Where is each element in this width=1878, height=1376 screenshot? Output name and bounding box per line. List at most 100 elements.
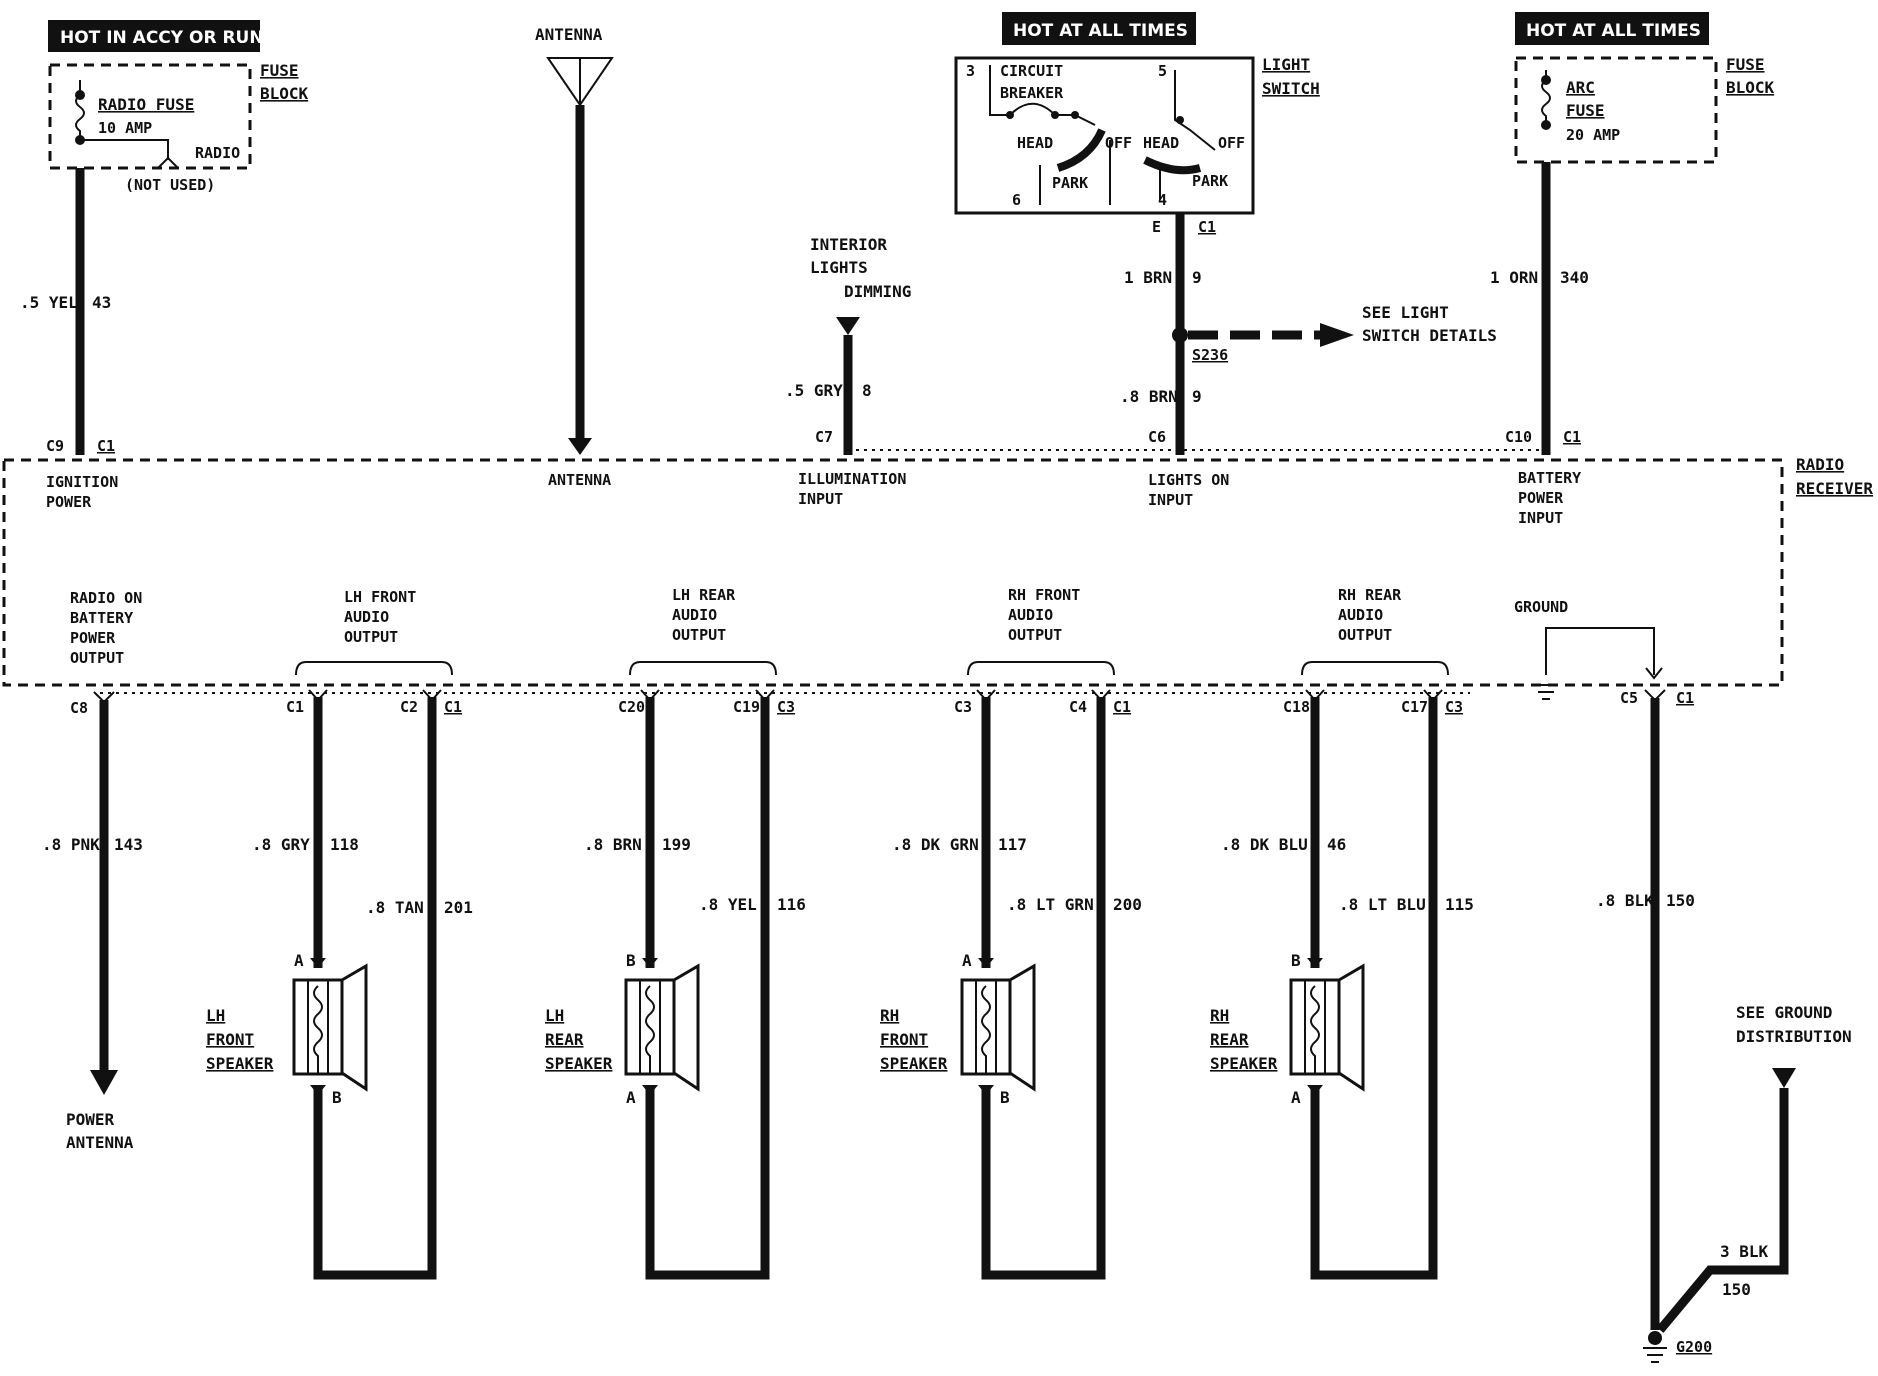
- terminal-top-label: B: [1291, 951, 1301, 970]
- conn-label-b: C17: [1401, 698, 1428, 716]
- rx-ro-4: OUTPUT: [70, 649, 124, 667]
- terminal-bottom-label: A: [1291, 1088, 1301, 1107]
- receiver-outline: [2, 458, 1784, 687]
- wire-ign-circ: 43: [92, 293, 111, 312]
- rx-bat-1: BATTERY: [1518, 469, 1581, 487]
- rx-lhr-3: OUTPUT: [672, 626, 726, 644]
- ground-g200-symbol: [1643, 1347, 1667, 1363]
- ls-pin6: 6: [1012, 191, 1021, 209]
- conn-c10: C10: [1505, 428, 1532, 446]
- terminal-arrow-top: [978, 958, 994, 968]
- rx-bat-3: INPUT: [1518, 509, 1563, 527]
- fuse-block-label-2: BLOCK: [260, 84, 309, 103]
- dim-line1: INTERIOR: [810, 235, 887, 254]
- hdr-light: HOT AT ALL TIMES: [1013, 21, 1188, 41]
- ls-wiper-right: [1143, 156, 1202, 175]
- ls-node-2: [1051, 111, 1059, 119]
- speaker-name-2: FRONT: [206, 1030, 254, 1049]
- wire-a-size: .8 GRY: [252, 835, 310, 854]
- terminal-arrow-top: [1307, 958, 1323, 968]
- hdr-ignition-box: [48, 20, 260, 52]
- ls-node-4: [1176, 116, 1184, 124]
- wire-ls-dn-size: .8 BRN: [1120, 387, 1178, 406]
- pnk-arrow: [90, 1070, 118, 1095]
- hdr-battery-box: [1515, 12, 1709, 45]
- speaker-coil: [1310, 985, 1320, 1075]
- conn-label-a: C18: [1283, 698, 1310, 716]
- terminal-arrow-bottom: [642, 1085, 658, 1095]
- ls-circuit-2: BREAKER: [1000, 84, 1064, 102]
- wire-b-size: .8 LT GRN: [1007, 895, 1094, 914]
- rx-ign-2: POWER: [46, 493, 92, 511]
- power-antenna-1: POWER: [66, 1110, 115, 1129]
- conn-label-c: C1: [444, 698, 462, 716]
- ground-symbol-internal: [1534, 684, 1558, 700]
- terminal-arrow-bottom: [978, 1085, 994, 1095]
- radio-tap-line: [80, 139, 179, 169]
- antenna-group: ANTENNA: [535, 25, 614, 455]
- hdr-light-box: [1002, 12, 1196, 45]
- ls-off-r: OFF: [1218, 134, 1245, 152]
- conn-c9: C9: [46, 437, 64, 455]
- conn-c1f: C1: [1676, 689, 1694, 707]
- terminal-arrow-top: [310, 958, 326, 968]
- arc-fuse-name-1: ARC: [1566, 78, 1595, 97]
- speaker-cone: [341, 963, 368, 1092]
- rx-ro-3: POWER: [70, 629, 116, 647]
- terminal-arrow-bottom: [310, 1085, 326, 1095]
- rx-illum-1: ILLUMINATION: [798, 470, 906, 488]
- wire-ground-branch: [1656, 1088, 1789, 1333]
- rx-rhr-1: RH REAR: [1338, 586, 1402, 604]
- brace-lhf: [295, 661, 453, 676]
- wire-gnd-circ: 150: [1666, 891, 1695, 910]
- terminal-bottom-label: A: [626, 1088, 636, 1107]
- splice-see-2: SWITCH DETAILS: [1362, 326, 1497, 345]
- ls-node-1: [1006, 111, 1014, 119]
- speaker-coil-leads: [975, 980, 997, 1073]
- ls-pin5: 5: [1158, 62, 1167, 80]
- wire-b-circ: 200: [1113, 895, 1142, 914]
- brace-rhr: [1301, 661, 1449, 676]
- rx-illum-2: INPUT: [798, 490, 843, 508]
- terminal-arrow-top: [642, 958, 658, 968]
- wire-b-circ: 116: [777, 895, 806, 914]
- rx-ro-1: RADIO ON: [70, 589, 142, 607]
- wire-b-circ: 115: [1445, 895, 1474, 914]
- wire-loop: [313, 697, 437, 1280]
- power-antenna-2: ANTENNA: [66, 1133, 134, 1152]
- rx-lhf-1: LH FRONT: [344, 588, 416, 606]
- rx-lhr-1: LH REAR: [672, 586, 736, 604]
- ground-g200: G200: [1676, 1338, 1712, 1356]
- wire-bat-size: 1 ORN: [1490, 268, 1538, 287]
- radio-fuse-name: RADIO FUSE: [98, 95, 194, 114]
- receiver-title-2: RECEIVER: [1796, 479, 1873, 498]
- conn-label-a: C20: [618, 698, 645, 716]
- wire-a-size: .8 BRN: [584, 835, 642, 854]
- ls-pin3: 3: [966, 62, 975, 80]
- conn-label-c: C3: [777, 698, 795, 716]
- antenna-arrow: [568, 438, 592, 455]
- wire-a-circ: 46: [1327, 835, 1346, 854]
- radio-fuse-group: HOT IN ACCY OR RUN FUSE BLOCK RADIO FUSE…: [20, 20, 309, 455]
- wire-loop: [981, 697, 1106, 1280]
- speaker-cone: [1338, 963, 1365, 1092]
- ground-circuit: C5 C1 .8 BLK 150 SEE GROUND DISTRIBUTION…: [1596, 689, 1852, 1363]
- wire-gnd2-size: 3 BLK: [1720, 1242, 1769, 1261]
- antenna-icon: [546, 57, 614, 107]
- power-antenna-circuit: C8 .8 PNK 143 POWER ANTENNA: [42, 691, 143, 1152]
- conn-label-b: C4: [1069, 698, 1087, 716]
- splice-see-1: SEE LIGHT: [1362, 303, 1449, 322]
- ls-internal-left: [989, 65, 1111, 205]
- terminal-top-label: A: [294, 951, 304, 970]
- terminal-bottom-label: B: [1000, 1088, 1010, 1107]
- rx-ground: GROUND: [1514, 598, 1568, 616]
- wire-ign-size: .5 YEL: [20, 293, 78, 312]
- rx-bat-2: POWER: [1518, 489, 1564, 507]
- wire-a-size: .8 DK BLU: [1221, 835, 1308, 854]
- ls-conn-e: E: [1152, 218, 1161, 236]
- conn-c5: C5: [1620, 689, 1638, 707]
- rx-lhr-2: AUDIO: [672, 606, 717, 624]
- speaker-name-1: LH: [545, 1006, 564, 1025]
- ground-dist-2: DISTRIBUTION: [1736, 1027, 1852, 1046]
